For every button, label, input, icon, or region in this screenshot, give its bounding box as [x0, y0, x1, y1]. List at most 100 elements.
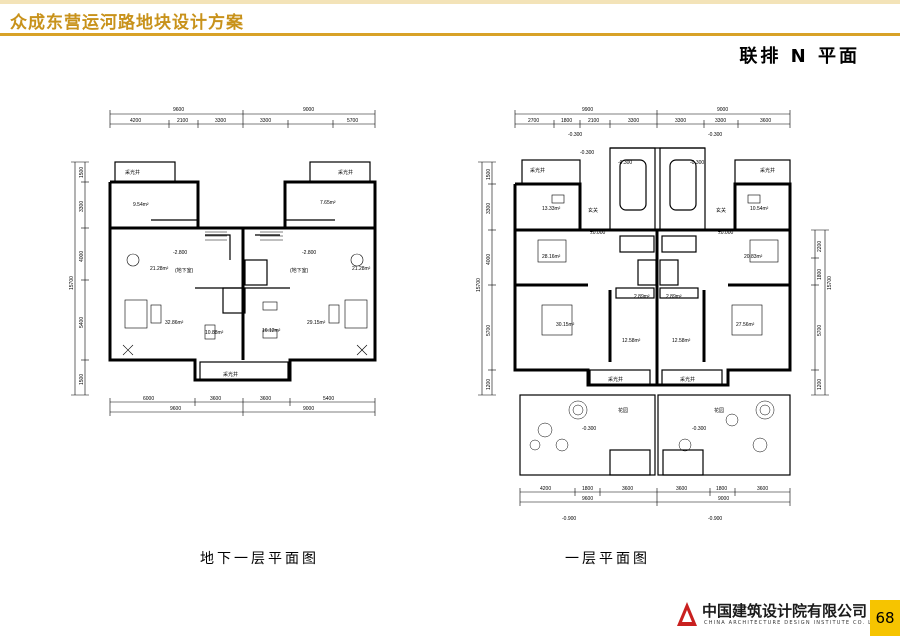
ground-plan-caption: 一层平面图 — [565, 551, 650, 567]
g-dim-right-1: 2200 — [817, 241, 823, 252]
dim-top-total-2: 9000 — [303, 107, 314, 113]
g-level-5: ±0.000 — [590, 230, 605, 236]
document-title: 众成东营运河路地块设计方案 — [10, 13, 244, 33]
g-room-area-8: 2.89m² — [666, 294, 682, 300]
g-room-garden-2: 花园 — [714, 407, 724, 414]
g-level-2: -0.300 — [618, 160, 632, 166]
g-dim-top-part-5: 3300 — [675, 118, 686, 124]
g-dim-bottom-total-2: 9000 — [718, 496, 729, 502]
company-name-cn: 中国建筑设计院有限公司 — [702, 602, 868, 620]
dim-top-part-2: 2100 — [177, 118, 188, 124]
g-dim-right-3: 5700 — [817, 325, 823, 336]
dim-left-3: 4000 — [79, 251, 85, 262]
g-room-area-7: 2.89m² — [634, 294, 650, 300]
g-room-foyer-2: 玄关 — [716, 207, 726, 214]
room-lightwell-1: 采光井 — [125, 169, 140, 176]
dim-left-total: 15700 — [69, 276, 75, 290]
g-room-lightwell-1: 采光井 — [530, 167, 545, 174]
g-level-4: -0.300 — [580, 150, 594, 156]
g-level-6: ±0.000 — [718, 230, 733, 236]
level-2: -2.800 — [302, 250, 316, 256]
g-dim-top-part-6: 3300 — [715, 118, 726, 124]
g-dim-left-total: 15700 — [476, 278, 482, 292]
g-dim-bottom-part-3: 3600 — [622, 486, 633, 492]
g-level-3: -0.300 — [690, 160, 704, 166]
room-name-2: (地下室) — [290, 267, 309, 274]
room-area-7: 16.12m² — [262, 328, 281, 334]
ground-floor-plan: 9900 9000 2700 1800 2100 3300 3300 3300 … — [470, 100, 860, 530]
page-header: 众成东营运河路地块设计方案 — [0, 0, 900, 36]
g-dim-left-5: 1200 — [486, 379, 492, 390]
g-room-area-5: 30.15m² — [556, 322, 575, 328]
level-1: -2.800 — [173, 250, 187, 256]
g-dim-top-total-1: 9900 — [582, 107, 593, 113]
g-dim-top-total-2: 9000 — [717, 107, 728, 113]
g-room-area-10: 12.58m² — [672, 338, 691, 344]
g-level-top-1: -0.300 — [568, 132, 582, 138]
header-top-band — [0, 0, 900, 4]
dim-top-part-5: 5700 — [347, 118, 358, 124]
dim-left-4: 5400 — [79, 317, 85, 328]
g-room-area-6: 27.56m² — [736, 322, 755, 328]
g-dim-left-3: 4000 — [486, 254, 492, 265]
basement-floor-plan: 9600 9000 4200 2100 3300 3300 5700 1500 … — [55, 100, 400, 420]
dim-left-1: 1500 — [79, 167, 85, 178]
g-room-foyer-1: 玄关 — [588, 207, 598, 214]
g-dim-bottom-part-1: 4200 — [540, 486, 551, 492]
room-area-3: 21.28m² — [150, 266, 169, 272]
dim-top-part-1: 4200 — [130, 118, 141, 124]
dim-top-part-3: 3300 — [215, 118, 226, 124]
g-dim-top-part-1: 2700 — [528, 118, 539, 124]
sheet-title: 联排 N 平面 — [739, 46, 860, 67]
dim-bottom-total-2: 9000 — [303, 406, 314, 412]
g-room-area-9: 12.58m² — [622, 338, 641, 344]
g-dim-top-part-7: 3600 — [760, 118, 771, 124]
header-accent-line — [0, 33, 900, 36]
g-dim-top-part-4: 3300 — [628, 118, 639, 124]
g-dim-bottom-part-4: 3600 — [676, 486, 687, 492]
g-room-lightwell-2: 采光井 — [760, 167, 775, 174]
room-lightwell-2: 采光井 — [338, 169, 353, 176]
g-room-lightwell-4: 采光井 — [680, 376, 695, 383]
page-number-badge: 68 — [870, 600, 900, 636]
g-room-garden-1: 花园 — [618, 407, 628, 414]
g-level-9: -0.900 — [562, 516, 576, 522]
dim-top-total-1: 9600 — [173, 107, 184, 113]
g-dim-bottom-part-2: 1800 — [582, 486, 593, 492]
room-area-6: 10.88m² — [205, 330, 224, 336]
g-room-area-3: 28.16m² — [542, 254, 561, 260]
g-level-7: -0.300 — [582, 426, 596, 432]
room-area-1: 9.54m² — [133, 202, 149, 208]
g-dim-top-part-2: 1800 — [561, 118, 572, 124]
company-logo-block: 中国建筑设计院有限公司 CHINA ARCHITECTURE DESIGN IN… — [676, 600, 882, 632]
g-dim-bottom-total-1: 9600 — [582, 496, 593, 502]
dim-left-2: 3300 — [79, 201, 85, 212]
g-dim-bottom-part-6: 3600 — [757, 486, 768, 492]
room-area-8: 29.15m² — [307, 320, 326, 326]
g-dim-left-4: 5700 — [486, 325, 492, 336]
g-dim-right-2: 1800 — [817, 269, 823, 280]
g-dim-bottom-part-5: 1800 — [716, 486, 727, 492]
dim-bottom-part-1: 6000 — [143, 396, 154, 402]
dim-top-part-4: 3300 — [260, 118, 271, 124]
room-area-4: 21.28m² — [352, 266, 371, 272]
g-room-area-1: 13.33m² — [542, 206, 561, 212]
g-dim-left-2: 3300 — [486, 203, 492, 214]
dim-bottom-part-2: 3600 — [210, 396, 221, 402]
g-dim-left-1: 1500 — [486, 169, 492, 180]
basement-plan-caption: 地下一层平面图 — [200, 551, 319, 567]
g-level-10: -0.900 — [708, 516, 722, 522]
g-dim-right-4: 1200 — [817, 379, 823, 390]
room-lightwell-3: 采光井 — [223, 371, 238, 378]
dim-bottom-part-4: 5400 — [323, 396, 334, 402]
g-level-8: -0.300 — [692, 426, 706, 432]
g-level-top-2: -0.300 — [708, 132, 722, 138]
dim-left-5: 1500 — [79, 374, 85, 385]
company-logo-icon — [677, 602, 697, 626]
g-room-area-2: 10.54m² — [750, 206, 769, 212]
g-dim-right-total: 15700 — [827, 276, 833, 290]
room-name-1: (地下室) — [175, 267, 194, 274]
dim-bottom-part-3: 3600 — [260, 396, 271, 402]
room-area-5: 32.86m² — [165, 320, 184, 326]
g-room-area-4: 20.83m² — [744, 254, 763, 260]
